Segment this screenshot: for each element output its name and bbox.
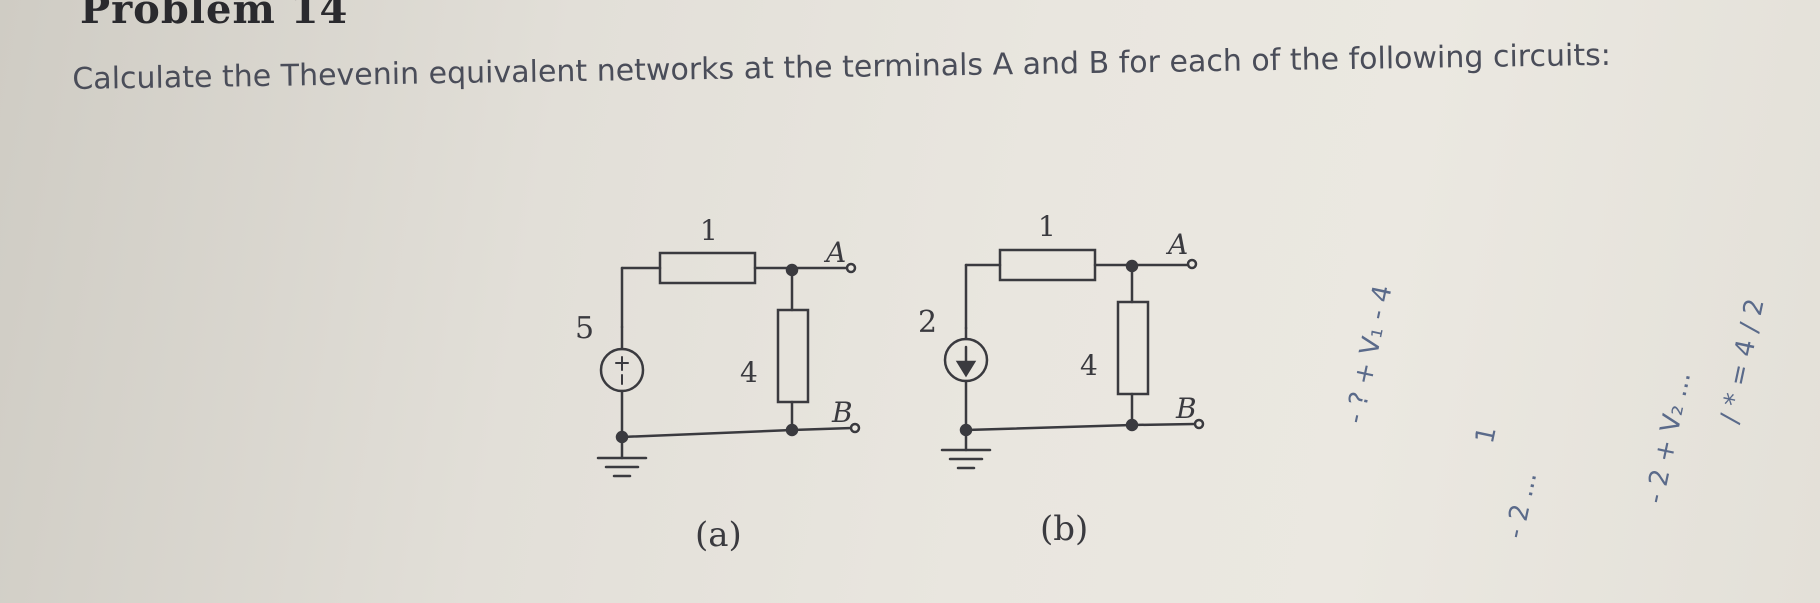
circuit-b-source-label: 2 [918,305,937,340]
circuit-b-label-a: A [1165,228,1188,261]
circuit-b-resistor-4 [1116,300,1150,396]
circuit-b-node-bottom [1125,418,1139,432]
circuit-a-source-label: 5 [575,311,594,346]
circuit-b-wire-to-b [1130,422,1197,427]
circuit-b [940,248,1205,470]
circuit-b-arrow-head [955,360,977,378]
circuit-a-wire-to-b [790,426,854,432]
circuit-b-terminal-b [1193,418,1205,430]
circuit-a-node-bottom [785,423,799,437]
circuit-a-label-a: A [823,236,846,269]
circuit-b-label-b: B [1175,392,1197,425]
circuit-a-wire-bottom [620,428,794,439]
circuit-a-series-resistor-label: 1 [700,214,718,247]
circuit-b-wire-bottom [964,423,1134,432]
circuit-b-resistor-1 [998,248,1097,282]
circuit-a-resistor-1 [658,251,757,285]
circuit-a-caption: (a) [695,515,742,555]
circuit-a-label-b: B [831,396,853,429]
circuit-a [596,251,861,478]
circuit-a-terminal-b [849,422,861,434]
circuit-a-terminal-a [845,262,857,274]
circuit-a-resistor-4 [776,308,810,404]
circuit-b-series-resistor-label: 1 [1038,210,1056,243]
circuit-b-terminal-a [1186,258,1198,270]
circuit-b-shunt-resistor-label: 4 [1080,349,1098,382]
problem-title: Problem 14 [80,0,349,33]
circuit-a-shunt-resistor-label: 4 [740,356,758,389]
circuit-b-caption: (b) [1040,509,1088,549]
